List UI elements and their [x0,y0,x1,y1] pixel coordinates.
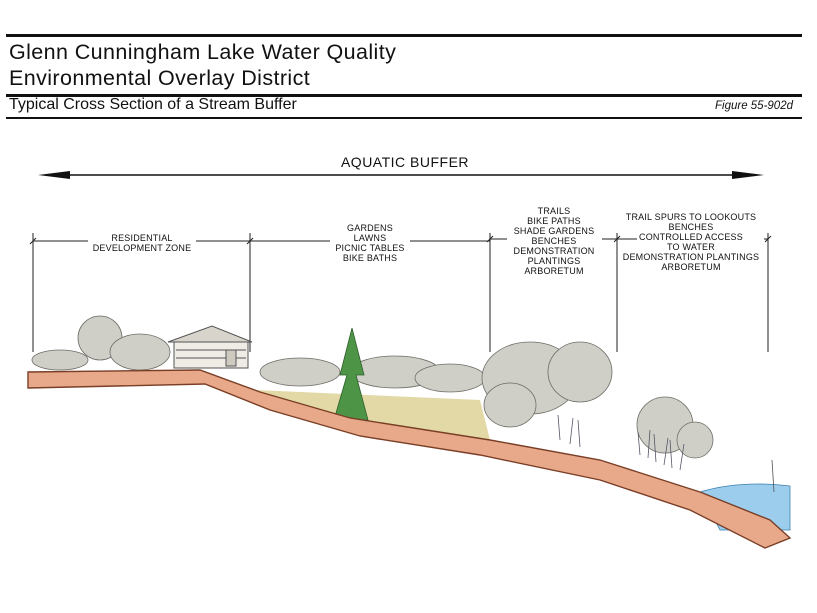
zone-label-line: DEMONSTRATION [513,246,595,256]
zone-label-line: DEMONSTRATION PLANTINGS [622,252,760,262]
header-bottom-rule [6,117,802,119]
aquatic-buffer-arrow [38,171,764,179]
zone-label-line: PLANTINGS [527,256,581,266]
zone-label-line: CONTROLLED ACCESS [639,232,743,242]
zone-label-line: BIKE BATHS [342,253,398,263]
header-top-rule [6,34,802,37]
zone-label-line: SHADE GARDENS [513,226,595,236]
zone-label-line: DEVELOPMENT ZONE [92,243,192,253]
page-subtitle: Typical Cross Section of a Stream Buffer [9,96,297,113]
zone-label-line: PICNIC TABLES [335,243,405,253]
zone-label-line: TRAIL SPURS TO LOOKOUTS [625,212,757,222]
figure-number: Figure 55-902d [715,100,793,112]
zone-label-line: RESIDENTIAL [111,233,173,243]
soil-profile [27,369,792,549]
zone-label-line: GARDENS [347,223,393,233]
page-title-line-2: Environmental Overlay District [9,66,311,90]
page-title-line-1: Glenn Cunningham Lake Water Quality [9,40,397,64]
riparian-reeds [557,414,685,471]
zone-label-trails: TRAILS BIKE PATHS SHADE GARDENS BENCHES … [514,206,595,276]
lawn-area [255,390,490,440]
zone-label-line: LAWNS [353,233,387,243]
zone-label-line: ARBORETUM [524,266,584,276]
house-illustration [167,325,253,369]
zone-label-line: BIKE PATHS [527,216,581,226]
zone-label-line: TO WATER [667,242,715,252]
zone-boundary-lines [32,233,769,352]
zone-label-lookouts: TRAIL SPURS TO LOOKOUTS BENCHES CONTROLL… [623,212,759,272]
zone-label-gardens: GARDENS LAWNS PICNIC TABLES BIKE BATHS [335,223,404,263]
zone-label-line: BENCHES [531,236,577,246]
zone-label-line: TRAILS [537,206,571,216]
zone-label-line: ARBORETUM [661,262,721,272]
zone-label-line: BENCHES [668,222,714,232]
aquatic-buffer-label: AQUATIC BUFFER [340,154,470,170]
zone-dimension-lines [29,235,772,245]
header-middle-rule [6,94,802,97]
zone-label-residential: RESIDENTIAL DEVELOPMENT ZONE [93,233,192,253]
background-vegetation [31,315,714,459]
